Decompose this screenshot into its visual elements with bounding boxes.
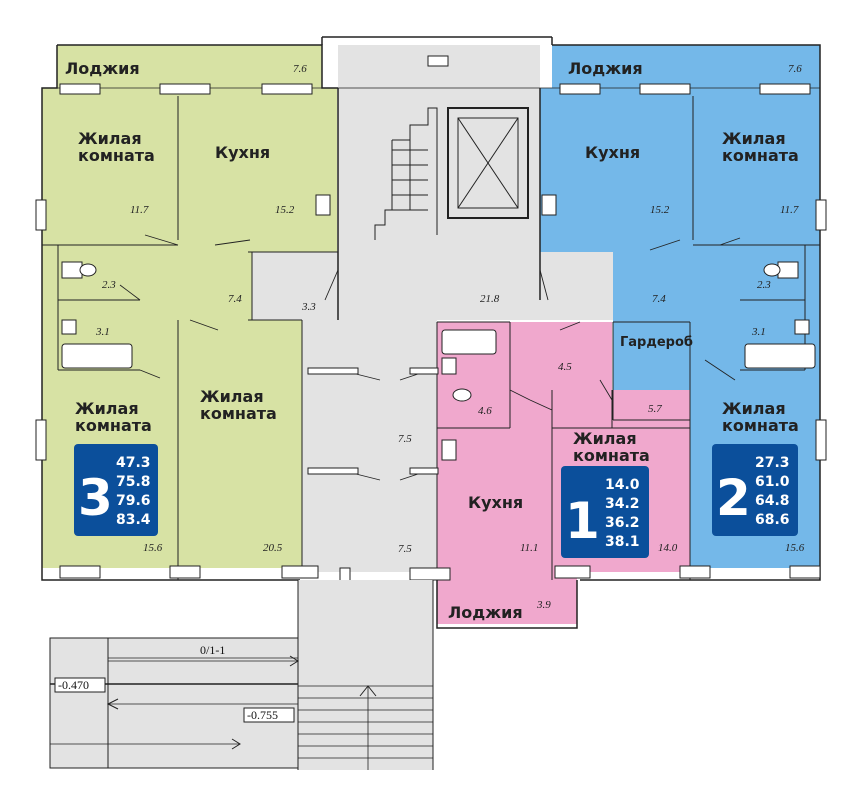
room-name-kitchen-3: Кухня [215, 143, 270, 162]
room-area-living-2a: 11.7 [780, 204, 799, 216]
room-area-wc-3: 2.3 [102, 279, 116, 291]
apartment-badge-1: 1 14.0 34.2 36.2 38.1 [561, 466, 649, 558]
room-name-loggia-1: Лоджия [448, 603, 523, 622]
room-name-living-2a-text: Жилая [722, 129, 786, 148]
room-area-vestibule-3: 3.3 [301, 301, 316, 313]
apartment-3-area-4: 83.4 [116, 512, 151, 528]
room-name-living-3c: Жилая комната [200, 387, 277, 423]
room-area-common-hall: 21.8 [480, 293, 500, 305]
room-area-kitchen-2: 15.2 [650, 204, 670, 216]
toilet-icon [79, 263, 97, 277]
apartment-3-area-1: 47.3 [116, 455, 151, 471]
room-name-living-1-text: Жилая [573, 429, 637, 448]
elevator-shaft [447, 107, 529, 219]
windows [35, 55, 827, 581]
room-area-living-2b: 15.6 [785, 542, 805, 554]
room-name-living-3a-text-line2: комната [78, 146, 155, 165]
apartment-1-area-3: 36.2 [605, 515, 640, 531]
plumbing [61, 194, 816, 461]
apartment-2-area-2: 61.0 [755, 474, 790, 490]
apartment-3-zone [42, 45, 337, 568]
stair-partitions [307, 367, 439, 589]
door-swings [119, 234, 741, 481]
room-area-bath-2: 3.1 [751, 326, 766, 338]
room-area-kitchen-3: 15.2 [275, 204, 295, 216]
apartment-3-area-3: 79.6 [116, 493, 151, 509]
room-name-living-2a: Жилая комната [722, 129, 799, 165]
common-hall-left [252, 252, 338, 320]
stairs-upper [374, 107, 438, 240]
room-name-wardrobe-2: Гардероб [620, 335, 693, 350]
room-name-living-3a-text: Жилая [78, 129, 142, 148]
room-name-loggia-3: Лоджия [65, 59, 140, 78]
entrance-area [49, 580, 434, 770]
room-area-living-3a: 11.7 [130, 204, 149, 216]
room-name-living-3b-text-line2: комната [75, 416, 152, 435]
walls-apt2 [612, 96, 820, 580]
room-area-hall-3: 7.4 [228, 293, 242, 305]
room-name-living-3c-text-line2: комната [200, 404, 277, 423]
apartment-3-area-2: 75.8 [116, 474, 151, 490]
toilet-icon-3 [452, 388, 472, 402]
room-name-kitchen-1: Кухня [468, 493, 523, 512]
room-name-living-2b-text-line2: комната [722, 416, 799, 435]
room-name-living-2b: Жилая комната [722, 399, 799, 435]
room-area-living-1: 14.0 [658, 542, 678, 554]
room-area-living-3c: 20.5 [263, 542, 283, 554]
central-hall [338, 252, 613, 320]
room-name-kitchen-2: Кухня [585, 143, 640, 162]
room-area-wc-2: 2.3 [757, 279, 771, 291]
room-name-living-3b: Жилая комната [75, 399, 152, 435]
room-area-corridor-upper: 7.5 [398, 433, 412, 445]
room-area-wardrobe-2: 5.7 [648, 403, 662, 415]
room-area-bath-1: 4.6 [478, 405, 492, 417]
stairwell-corridor [302, 320, 437, 572]
apartment-2-area-3: 64.8 [755, 493, 790, 509]
apartment-1-area-4: 38.1 [605, 534, 640, 550]
walls-apt1 [436, 321, 690, 580]
room-area-bath-3: 3.1 [95, 326, 110, 338]
room-name-living-2a-text-line2: комната [722, 146, 799, 165]
apartment-number-3: 3 [78, 469, 113, 527]
room-area-hall-1: 4.5 [558, 361, 572, 373]
room-name-living-3b-text: Жилая [75, 399, 139, 418]
apartment-2-area-4: 68.6 [755, 512, 790, 528]
room-name-loggia-2: Лоджия [568, 59, 643, 78]
room-area-loggia-3: 7.6 [293, 63, 307, 75]
entrance-axis-label: 0/1-1 [200, 643, 225, 657]
room-name-living-3a: Жилая комната [78, 129, 155, 165]
room-name-living-2b-text: Жилая [722, 399, 786, 418]
apartment-2-area-1: 27.3 [755, 455, 790, 471]
room-area-loggia-2: 7.6 [788, 63, 802, 75]
walls-apt3 [42, 96, 338, 580]
room-name-living-3c-text: Жилая [200, 387, 264, 406]
room-area-loggia-1: 3.9 [536, 599, 551, 611]
room-area-hall-2: 7.4 [652, 293, 666, 305]
apartment-number-1: 1 [565, 492, 600, 550]
room-area-corridor-lower: 7.5 [398, 543, 412, 555]
room-name-living-1: Жилая комната [573, 429, 650, 465]
apartment-1-area-1: 14.0 [605, 477, 640, 493]
level-mark-2: -0.755 [247, 708, 278, 722]
room-area-kitchen-1: 11.1 [520, 542, 538, 554]
apartment-badge-3: 3 47.3 75.8 79.6 83.4 [74, 444, 158, 536]
toilet-icon-2 [763, 263, 781, 277]
apartment-1-area-2: 34.2 [605, 496, 640, 512]
room-area-living-3b: 15.6 [143, 542, 163, 554]
level-mark-1: -0.470 [58, 678, 89, 692]
apartment-number-2: 2 [716, 469, 751, 527]
apartment-badge-2: 2 27.3 61.0 64.8 68.6 [712, 444, 798, 536]
room-name-living-1-text-line2: комната [573, 446, 650, 465]
